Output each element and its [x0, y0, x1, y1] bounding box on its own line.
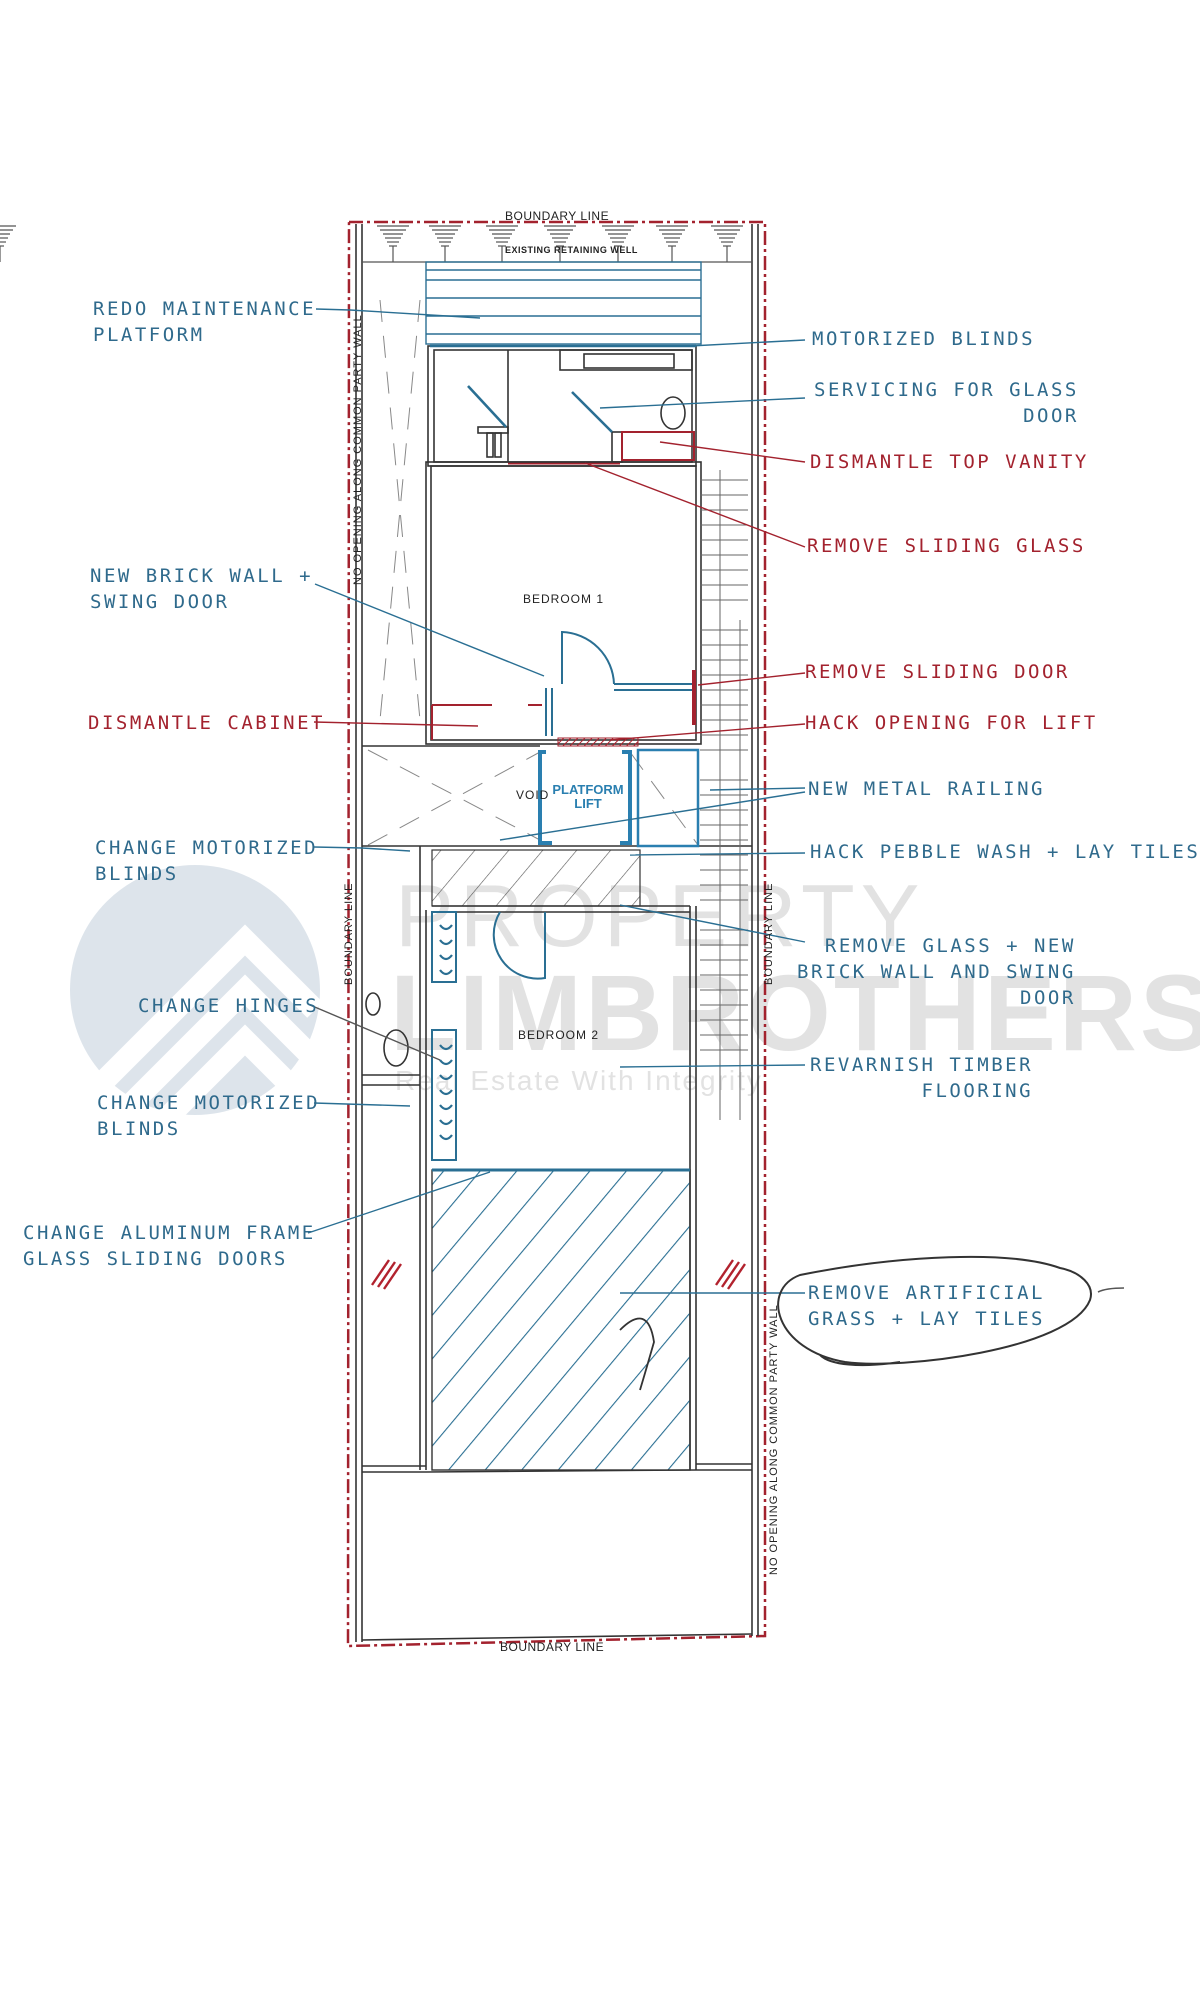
- annotation-hack-opening-lift: HACK OPENING FOR LIFT: [805, 712, 1098, 734]
- annotation-remove-sliding-glass: REMOVE SLIDING GLASS: [807, 535, 1086, 557]
- platform-lift-line2: LIFT: [574, 796, 602, 811]
- annotation-new-brick-wall-swing-door: NEW BRICK WALL + SWING DOOR: [90, 565, 314, 613]
- annotation-motorized-blinds: MOTORIZED BLINDS: [812, 328, 1036, 350]
- annotation-remove-sliding-door: REMOVE SLIDING DOOR: [805, 661, 1070, 683]
- property-boundary: [346, 220, 767, 1648]
- annotation-remove-glass-new-brick: REMOVE GLASS + NEW BRICK WALL AND SWING …: [797, 935, 1076, 1009]
- room-label-void: VOID: [516, 788, 550, 802]
- annotation-remove-artificial-grass: REMOVE ARTIFICIAL GRASS + LAY TILES: [808, 1282, 1045, 1330]
- highlight-circle: [777, 1255, 1092, 1367]
- boundary-line-left: BOUNDARY LINE: [343, 882, 355, 985]
- boundary-line-right: BOUNDARY LINE: [763, 882, 775, 985]
- room-label-bedroom1: BEDROOM 1: [523, 592, 605, 606]
- annotation-change-motorized-blinds-1: CHANGE MOTORIZED BLINDS: [95, 837, 319, 885]
- boundary-line-bottom: BOUNDARY LINE: [500, 1640, 605, 1654]
- party-wall-right: NO OPENING ALONG COMMON PARTY WALL: [768, 1304, 780, 1575]
- room-label-platform-lift: PLATFORM LIFT: [548, 783, 628, 811]
- party-wall-left: NO OPENING ALONG COMMON PARTY WALL: [352, 314, 364, 585]
- retaining-wall-label: EXISTING RETAINING WELL: [505, 245, 638, 255]
- room-label-bedroom2: BEDROOM 2: [518, 1028, 600, 1042]
- annotation-dismantle-top-vanity: DISMANTLE TOP VANITY: [810, 451, 1089, 473]
- annotation-servicing-glass-door: SERVICING FOR GLASS DOOR: [814, 379, 1079, 427]
- annotation-hack-pebble-wash: HACK PEBBLE WASH + LAY TILES: [810, 841, 1200, 863]
- watermark-logo-icon: [70, 865, 323, 1120]
- annotation-redo-maintenance-platform: REDO MAINTENANCE PLATFORM: [93, 298, 317, 346]
- annotation-change-motorized-blinds-2: CHANGE MOTORIZED BLINDS: [97, 1092, 321, 1140]
- watermark-line2: LIMBROTHERS: [390, 952, 1200, 1073]
- annotation-dismantle-cabinet: DISMANTLE CABINET: [88, 712, 325, 734]
- annotation-revarnish-timber: REVARNISH TIMBER FLOORING: [810, 1054, 1034, 1102]
- boundary-line-top: BOUNDARY LINE: [505, 209, 610, 223]
- annotation-change-hinges: CHANGE HINGES: [138, 995, 320, 1017]
- platform-lift-line1: PLATFORM: [552, 782, 624, 797]
- annotation-new-metal-railing: NEW METAL RAILING: [808, 778, 1045, 800]
- annotation-change-aluminum-frame: CHANGE ALUMINUM FRAME GLASS SLIDING DOOR…: [23, 1222, 316, 1270]
